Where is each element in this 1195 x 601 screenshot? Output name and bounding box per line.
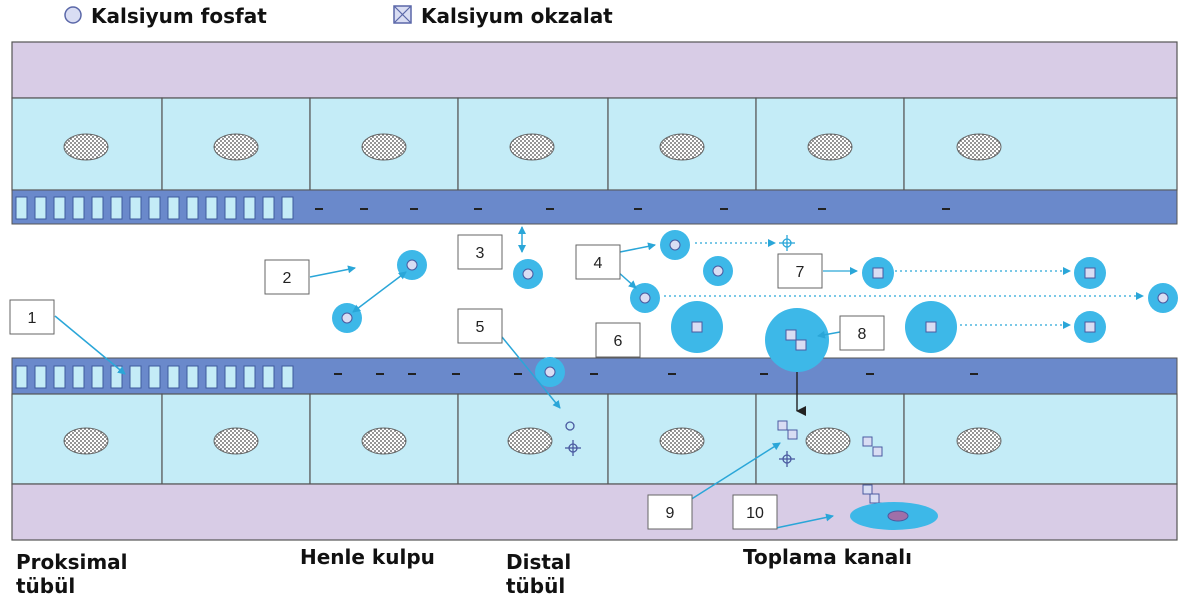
- marker-8: 8: [839, 315, 885, 351]
- top-brush-border: [15, 196, 294, 220]
- svg-text:7: 7: [796, 264, 805, 281]
- label-proximal-line1: Proksimal: [16, 550, 128, 574]
- dissolved-symbols: [565, 235, 795, 467]
- legend-calcium-phosphate: Kalsiyum fosfat: [62, 4, 267, 28]
- dotted-arrows: [664, 239, 1144, 329]
- bottom-brush-border: [15, 365, 294, 389]
- label-proximal-line2: tübül: [16, 574, 76, 598]
- marker-4: 4: [575, 244, 621, 280]
- label-collecting-duct: Toplama kanalı: [743, 545, 912, 569]
- bottom-nuclei: [63, 427, 1002, 455]
- calcium-oxalate-icon: [393, 5, 412, 24]
- top-nuclei: [63, 133, 1002, 161]
- legend-calcium-oxalate-label: Kalsiyum okzalat: [420, 4, 613, 28]
- pointer-arrows: [54, 226, 841, 529]
- bottom-interstitium: [11, 483, 1178, 541]
- marker-5: 5: [457, 308, 503, 344]
- svg-text:8: 8: [858, 326, 867, 343]
- svg-text:5: 5: [476, 319, 485, 336]
- bottom-cell-row: [11, 393, 1178, 485]
- marker-6: 6: [595, 322, 641, 358]
- svg-text:9: 9: [666, 505, 675, 522]
- svg-text:10: 10: [746, 505, 764, 522]
- svg-text:2: 2: [283, 270, 292, 287]
- top-interstitium: [11, 41, 1178, 99]
- marker-2: 2: [264, 259, 310, 295]
- legend-calcium-oxalate: Kalsiyum okzalat: [392, 4, 613, 28]
- calcium-phosphate-icon: [64, 6, 82, 24]
- svg-text:4: 4: [594, 255, 603, 272]
- top-cell-row: [11, 97, 1178, 191]
- marker-3: 3: [457, 234, 503, 270]
- marker-10: 10: [732, 494, 778, 530]
- label-proximal-tubule: Proksimal tübül: [16, 550, 128, 598]
- label-distal-line1: Distal: [506, 550, 572, 574]
- number-boxes: 1 2 3 4 5 6 7 8: [9, 234, 885, 530]
- svg-text:1: 1: [28, 310, 37, 327]
- label-henle-loop: Henle kulpu: [300, 545, 435, 569]
- label-distal-line2: tübül: [506, 574, 566, 598]
- marker-9: 9: [647, 494, 693, 530]
- legend-calcium-phosphate-label: Kalsiyum fosfat: [90, 4, 267, 28]
- oxalate-particles: [671, 257, 1106, 372]
- label-distal-tubule: Distal tübül: [506, 550, 571, 598]
- marker-1: 1: [9, 299, 55, 335]
- svg-text:3: 3: [476, 245, 485, 262]
- svg-text:6: 6: [614, 333, 623, 350]
- marker-7: 7: [777, 253, 823, 289]
